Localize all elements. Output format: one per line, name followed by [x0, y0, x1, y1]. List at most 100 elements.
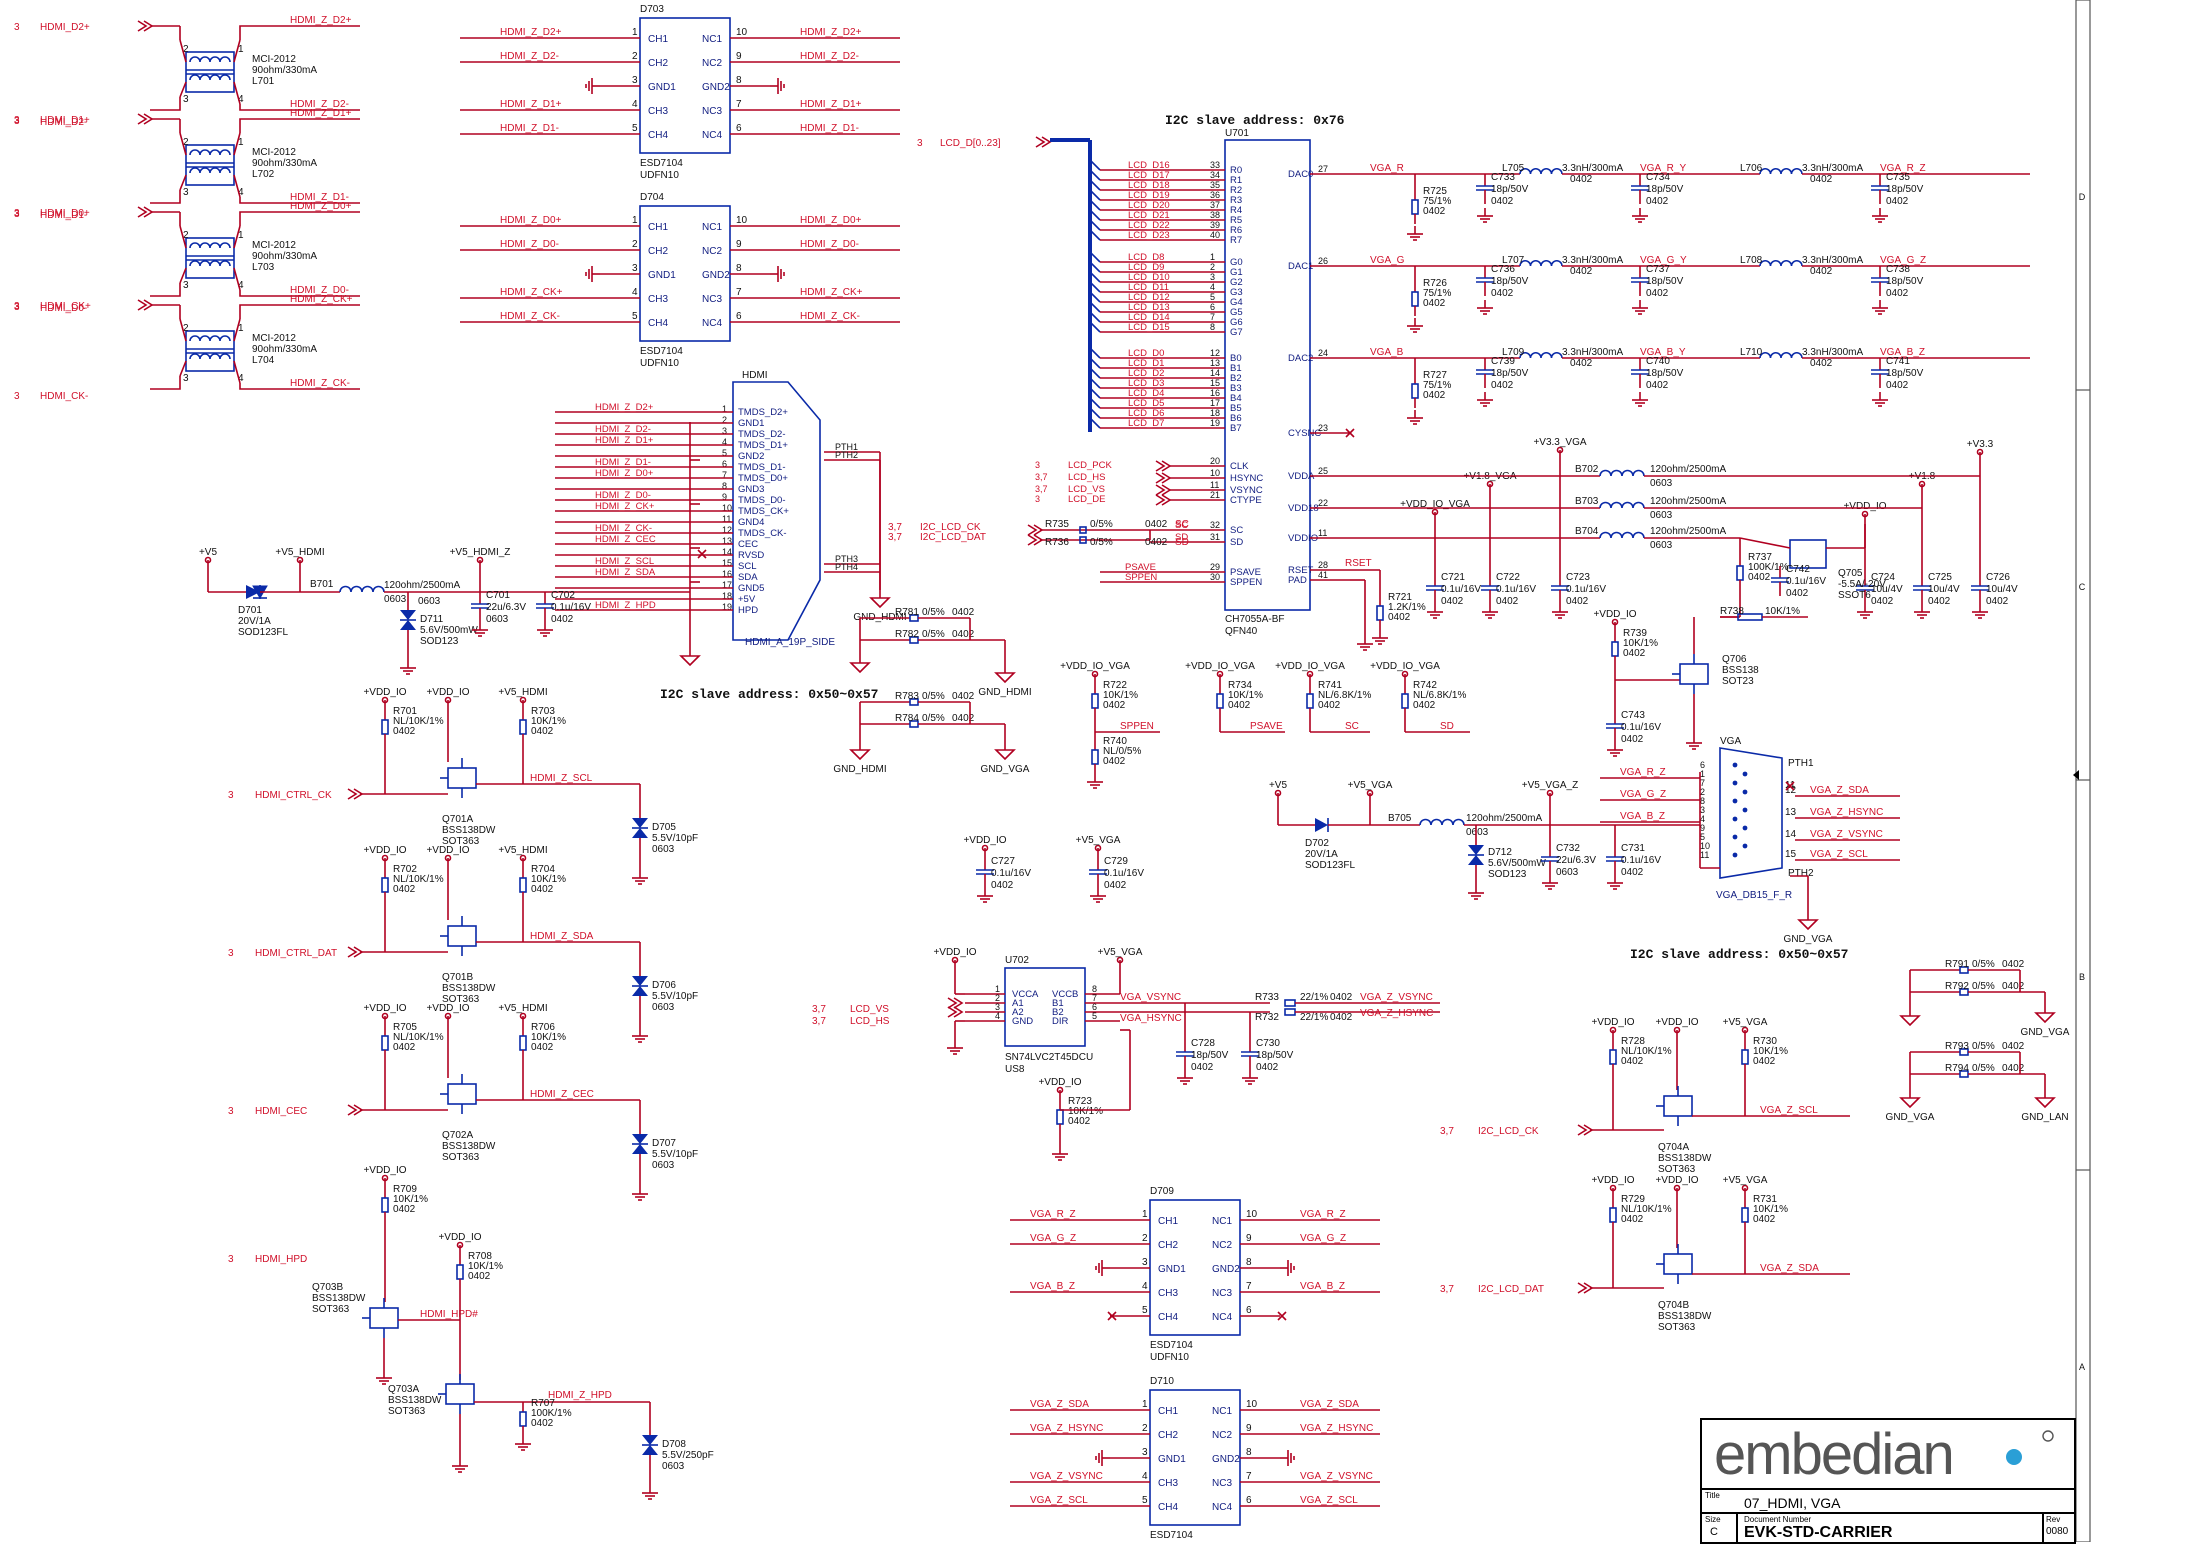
offpage-connector	[137, 20, 148, 32]
power-flag	[1673, 1026, 1681, 1034]
lcd-data-net: LCD_D5	[1128, 398, 1164, 409]
jumper-ref: R794	[1945, 1063, 1969, 1074]
res-ref: R722	[1103, 680, 1127, 691]
power-label: +V5_HDMI	[498, 687, 547, 698]
cap-value: 18p/50V	[1491, 276, 1529, 287]
tvs-diode	[632, 1134, 648, 1144]
choke-part: MCI-2012	[252, 333, 296, 344]
res-value: 100K/1%	[1748, 562, 1789, 573]
cap-value: 0.1u/16V	[1496, 584, 1536, 595]
pin-num: 6	[722, 459, 727, 469]
offpage-connector	[1155, 460, 1166, 472]
sync-net: LCD_HS	[1068, 472, 1106, 483]
cap-value: 0.1u/16V	[991, 868, 1031, 879]
pin-num: 4	[722, 437, 727, 447]
sync-net: LCD_DE	[1068, 494, 1106, 505]
vga-net: VGA_R_Y	[1640, 163, 1686, 174]
esd-pin: GND2	[702, 270, 730, 281]
resistor	[1079, 536, 1087, 544]
esd-pin: NC2	[1212, 1430, 1232, 1441]
jumper-ref: R784	[895, 713, 919, 724]
res-ref: R706	[531, 1022, 555, 1033]
bead-pkg: 0603	[1650, 478, 1673, 489]
wire	[150, 376, 181, 390]
res-value: 10K/1%	[531, 874, 566, 885]
pin-num: 5	[632, 311, 638, 322]
pin-num: 13	[722, 536, 732, 546]
esd-pin: CH1	[648, 34, 668, 45]
pin-num: 2	[1142, 1233, 1148, 1244]
resistor	[1609, 1049, 1617, 1065]
choke-part: MCI-2012	[252, 240, 296, 251]
tvs-pkg: SOD123	[420, 636, 459, 647]
pin-num: 3	[722, 426, 727, 436]
mosfet-pkg: SOT363	[442, 1152, 480, 1163]
esd-ref: D703	[640, 4, 664, 15]
pin-num: 18	[1210, 408, 1220, 418]
esd-pin: NC1	[702, 222, 722, 233]
res-ref: R705	[393, 1022, 417, 1033]
pin-num: 34	[1210, 170, 1220, 180]
pin-num: 15	[1210, 378, 1220, 388]
esd-net: HDMI_Z_D0-	[800, 239, 859, 250]
pin-num: 1	[1142, 1399, 1148, 1410]
resistor	[1056, 1109, 1064, 1125]
res-pkg: 0402	[1103, 700, 1126, 711]
u702-pin: VCCA	[1012, 989, 1039, 1000]
power-label: +VDD_IO_VGA	[1185, 661, 1255, 672]
hdmi-net: HDMI_Z_D0-	[595, 490, 651, 501]
power-flag	[381, 854, 389, 862]
res-pkg: 0402	[1318, 700, 1341, 711]
esd-net: HDMI_Z_D2+	[800, 27, 862, 38]
power-flag	[1741, 1026, 1749, 1034]
pin-num: 2	[1142, 1423, 1148, 1434]
u701-pin: PAD	[1288, 575, 1307, 586]
resistor	[1376, 605, 1384, 621]
res-value: 10K/1%	[1103, 690, 1138, 701]
i2c-input-net: I2C_LCD_CK	[1478, 1126, 1539, 1137]
lcd-data-net: LCD_D14	[1128, 312, 1170, 323]
resistor	[1741, 1207, 1749, 1223]
esd-net: VGA_Z_VSYNC	[1300, 1471, 1373, 1482]
pin-num: 10	[736, 215, 748, 226]
esd-pin: CH4	[1158, 1312, 1178, 1323]
res-pkg: 0402	[1423, 390, 1446, 401]
pin-num: 3	[183, 94, 189, 105]
vga-conn-net: VGA_G_Z	[1620, 789, 1666, 800]
power-label: +VDD_IO_VGA	[1060, 661, 1130, 672]
no-connect	[1107, 1311, 1117, 1321]
resistor	[381, 719, 389, 735]
pin-num: 21	[1210, 490, 1220, 500]
cap-value: 18p/50V	[1646, 184, 1684, 195]
vga-footprint: VGA_DB15_F_R	[1716, 890, 1792, 901]
cap-ref: C721	[1441, 572, 1465, 583]
inductor	[339, 585, 385, 593]
lcd-data-net: LCD_D7	[1128, 418, 1164, 429]
cap-pkg: 0402	[1886, 380, 1909, 391]
hdmi-pin-name: TMDS_CK-	[738, 528, 787, 539]
inductor-value: 3.3nH/300mA	[1802, 255, 1863, 266]
hpd-output-net: HDMI_Z_HPD	[548, 1390, 612, 1401]
esd-part: ESD7104	[1150, 1530, 1193, 1541]
wire	[233, 132, 241, 156]
cap-ref: C730	[1256, 1038, 1280, 1049]
sheet-ref: 3	[14, 116, 20, 127]
pin-num: 32	[1210, 520, 1220, 530]
jumper-value: 0/5%	[1972, 1063, 1995, 1074]
hdmi-net: HDMI_Z_D1+	[595, 435, 654, 446]
hdmi-pin-name: GND5	[738, 583, 764, 594]
inductor-pkg: 0402	[1810, 266, 1833, 277]
res-ref: R739	[1623, 628, 1647, 639]
resistor	[519, 1411, 527, 1427]
u701-pin: G5	[1230, 307, 1243, 318]
pin-num: 3	[1142, 1447, 1148, 1458]
inductor	[1519, 168, 1563, 175]
offpage-connector	[1035, 136, 1046, 148]
esd-net: VGA_Z_SDA	[1300, 1399, 1359, 1410]
pin-num: 4	[238, 187, 244, 198]
i2c-address-header: I2C slave address: 0x50~0x57	[660, 687, 878, 702]
power-label: +V5_VGA_Z	[1522, 780, 1578, 791]
lcd-data-net: LCD_D21	[1128, 210, 1170, 221]
tvs-value: 5.5V/10pF	[652, 833, 698, 844]
res-value: 0/5%	[1090, 537, 1113, 548]
